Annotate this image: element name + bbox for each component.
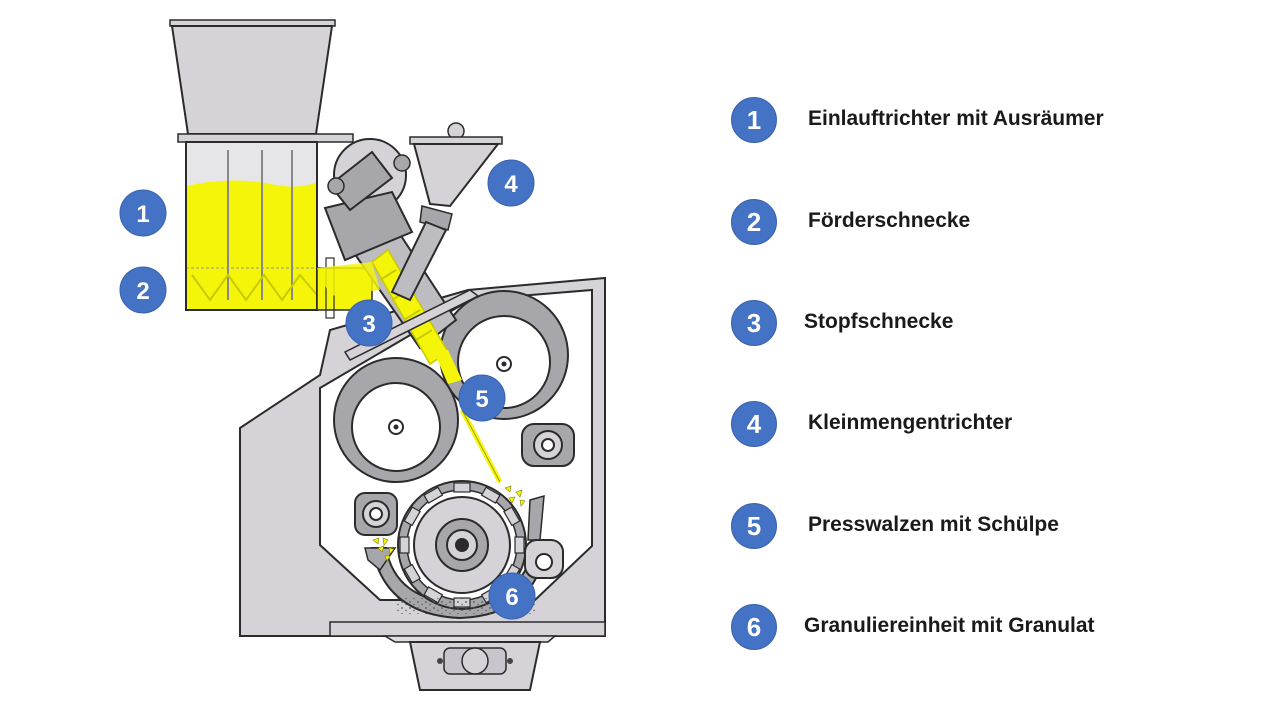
small-quantity-hopper [390, 122, 503, 302]
svg-text:4: 4 [504, 171, 518, 198]
bearing-left [354, 492, 398, 536]
lower-press-roll [333, 357, 459, 483]
marker-4: 4 [487, 159, 535, 207]
feed-hopper [169, 19, 354, 311]
marker-5: 5 [458, 374, 506, 422]
marker-3: 3 [345, 299, 393, 347]
svg-text:5: 5 [475, 386, 488, 413]
drive-motor [323, 138, 414, 262]
bottom-outlet [382, 635, 558, 691]
marker-6: 6 [488, 572, 536, 620]
svg-text:1: 1 [136, 201, 149, 228]
svg-text:2: 2 [136, 278, 149, 305]
bearing-right [521, 423, 575, 467]
product-stream [317, 262, 503, 484]
marker-1: 1 [119, 189, 167, 237]
svg-text:3: 3 [362, 311, 375, 338]
granulate-particles [372, 485, 526, 562]
svg-text:6: 6 [505, 584, 518, 611]
marker-2: 2 [119, 266, 167, 314]
